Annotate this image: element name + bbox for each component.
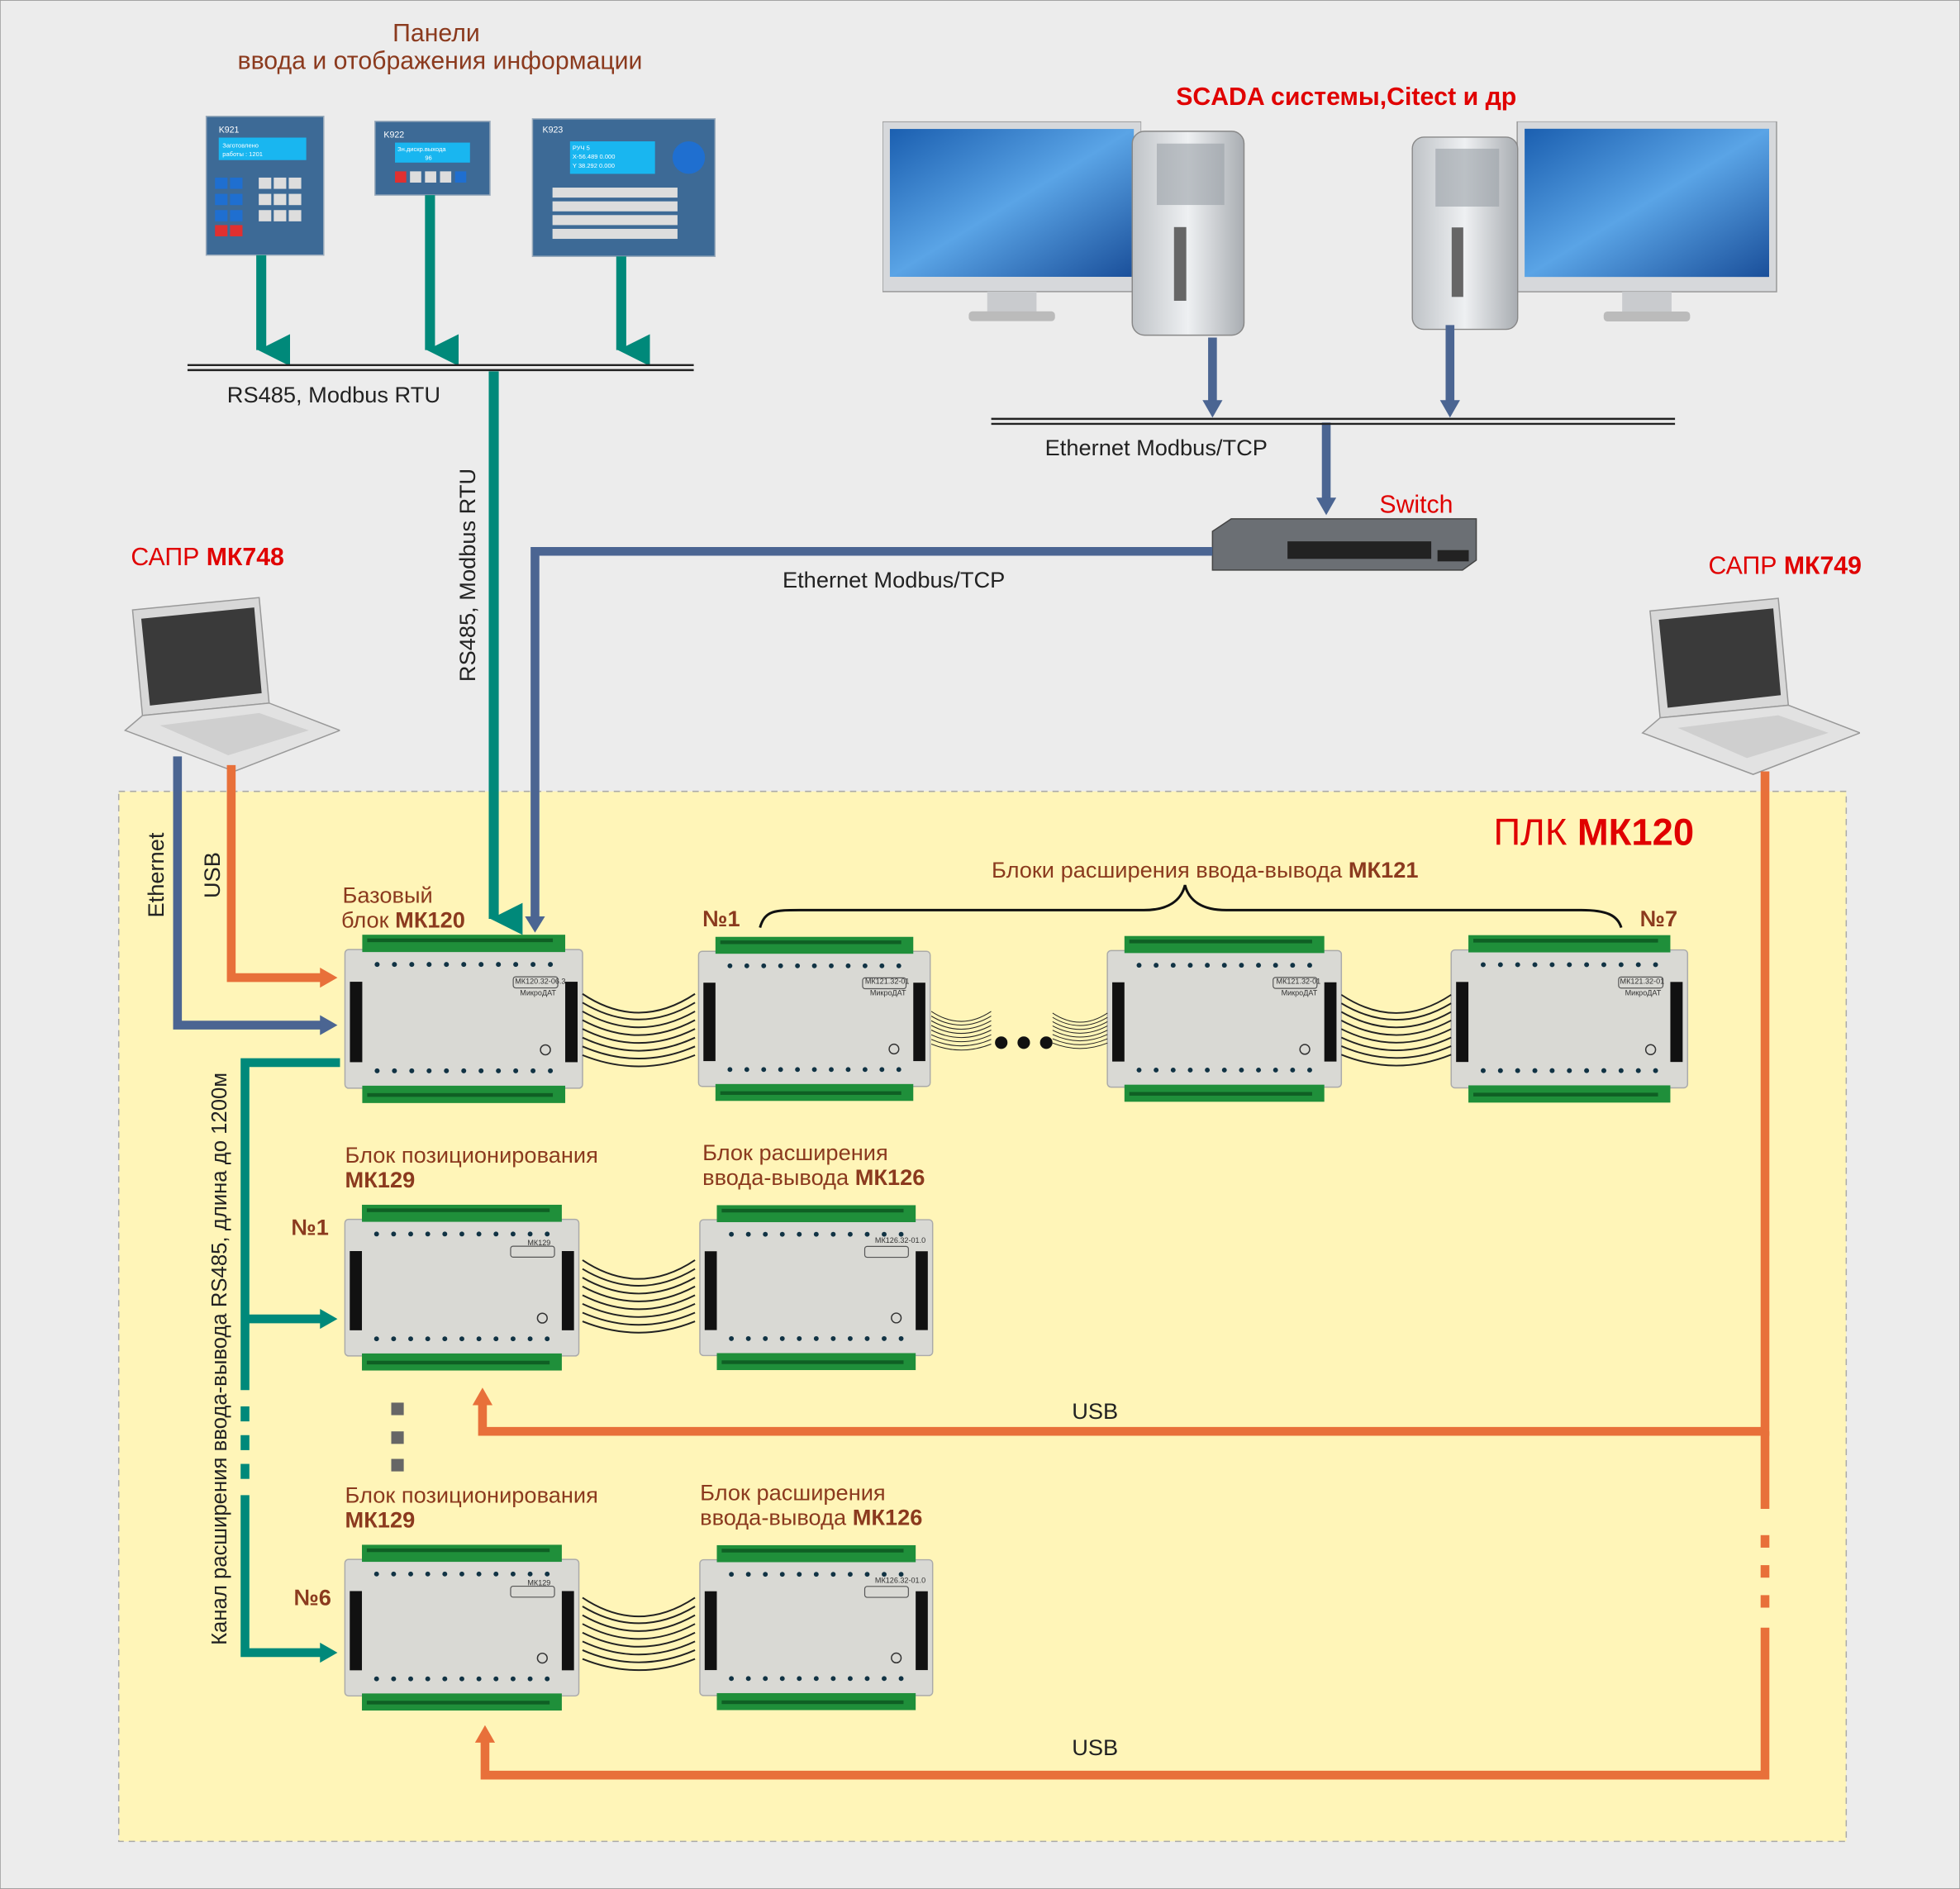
panel-screen-line: РУЧ 5 [573, 145, 590, 152]
rs485-channel-label: Канал расширения ввода-вывода RS485, дли… [208, 1073, 231, 1645]
block-model-label: МК121.32-01 [865, 978, 910, 986]
positioning-block-label: Блок позиционирования [345, 1482, 598, 1507]
expansion-block-mk126 [699, 1544, 934, 1711]
usb-right-laptop-link [478, 771, 1770, 1780]
brand-label: МикроДАТ [1625, 988, 1662, 997]
panel-screen-line: Заготовлено [222, 142, 259, 150]
panel-screen-line: работы : 1201 [222, 150, 263, 158]
continuation-dots [995, 1036, 1053, 1049]
cad-left-label: САПР МК748 [131, 544, 283, 571]
base-block-mk120 [344, 934, 583, 1104]
block-model-label: МК126.32-01.0 [875, 1576, 925, 1584]
panels-title-line1: Панели [392, 20, 480, 47]
scada-monitor-right [1516, 121, 1777, 322]
ethernet-label: Ethernet [143, 832, 169, 917]
expansion-block-mk126 [699, 1204, 934, 1371]
positioning-block-mk129 [344, 1544, 580, 1711]
panel-screen-line: Y 38.292 0.000 [573, 162, 615, 169]
switch-label: Switch [1379, 491, 1453, 518]
cad-right-label: САПР МК749 [1708, 552, 1861, 579]
positioning-block-model: МК129 [345, 1167, 416, 1192]
network-switch [1211, 518, 1477, 571]
ethernet-plc-link-label: Ethernet Modbus/TCP [783, 567, 1005, 592]
positioning-block-mk129 [344, 1204, 580, 1372]
base-block-label-line1: Базовый [342, 882, 432, 907]
group-no: №6 [293, 1584, 331, 1610]
rs485-panel-links [256, 195, 650, 367]
panel-k922: K922 Зн.дискр.выхода 96 [374, 121, 491, 196]
ethernet-cad-link [173, 756, 323, 1030]
expansion-mk126-label: Блок расширения [700, 1479, 886, 1505]
scada-tower-right [1411, 136, 1519, 331]
panel-screen-line: X-56.489 0.000 [573, 153, 616, 160]
expansion-brace [759, 884, 1623, 929]
scada-monitor-left [882, 121, 1142, 322]
rs485-bus-label: RS485, Modbus RTU [227, 382, 440, 407]
panel-screen-line: Зн.дискр.выхода [397, 145, 446, 153]
panel-model: K921 [219, 125, 240, 135]
ethernet-bus [991, 417, 1676, 426]
panels-title-line2: ввода и отображения информации [238, 47, 643, 74]
expansion-block-mk121-1 [697, 935, 931, 1102]
ethernet-plc-link [530, 546, 1213, 919]
scada-tower-left [1131, 131, 1245, 336]
expansion-block-mk121-7 [1450, 934, 1689, 1104]
brand-label: МикроДАТ [520, 988, 556, 997]
block-model-label: МК129 [527, 1578, 550, 1587]
usb-cad-link [226, 764, 323, 983]
positioning-block-label: Блок позиционирования [345, 1142, 598, 1168]
expansion-last-no: №7 [1640, 906, 1677, 931]
panel-screen-line: 96 [425, 155, 431, 162]
usb-link-label: USB [1072, 1734, 1118, 1760]
brand-label: МикроДАТ [870, 988, 906, 997]
block-model-label: МК129 [527, 1239, 550, 1247]
panel-model: K922 [383, 131, 404, 140]
usb-label: USB [199, 852, 225, 898]
group-continuation-dots [391, 1402, 404, 1472]
brand-label: МикроДАТ [1282, 988, 1318, 997]
block-model-label: МК121.32-01 [1620, 978, 1665, 986]
block-model-label: МК126.32-01.0 [875, 1236, 925, 1244]
plc-title: ПЛК МК120 [1493, 811, 1694, 854]
base-block-label-line2: блок МК120 [341, 907, 465, 933]
panel-model: K923 [543, 125, 564, 135]
rs485-bus [187, 364, 694, 372]
positioning-block-model: МК129 [345, 1507, 416, 1533]
block-model-label: МК121.32-01 [1277, 978, 1321, 986]
expansion-title: Блоки расширения ввода-вывода МК121 [992, 857, 1419, 883]
expansion-mk126-label: Блок расширения [702, 1140, 888, 1165]
rs485-expansion-channel [240, 1058, 340, 1658]
expansion-mk126-label-line2: ввода-вывода МК126 [702, 1164, 925, 1190]
group-no: №1 [291, 1215, 328, 1240]
panel-k923: K923 РУЧ 5 X-56.489 0.000 Y 38.292 0.000 [531, 118, 716, 257]
ethernet-bus-label: Ethernet Modbus/TCP [1045, 435, 1268, 460]
ethernet-scada-links [1208, 325, 1455, 501]
expansion-first-no: №1 [702, 906, 740, 931]
expansion-block-mk121 [1106, 935, 1343, 1103]
rs485-riser-label: RS485, Modbus RTU [454, 469, 480, 682]
expansion-mk126-label-line2: ввода-вывода МК126 [700, 1505, 922, 1530]
block-model-label: МК120.32-06.3 [515, 978, 565, 986]
scada-title: SCADA системы,Citect и др [1176, 83, 1516, 111]
panel-k921: K921 Заготовлено работы : 1201 [205, 116, 325, 256]
usb-link-label: USB [1072, 1398, 1118, 1424]
